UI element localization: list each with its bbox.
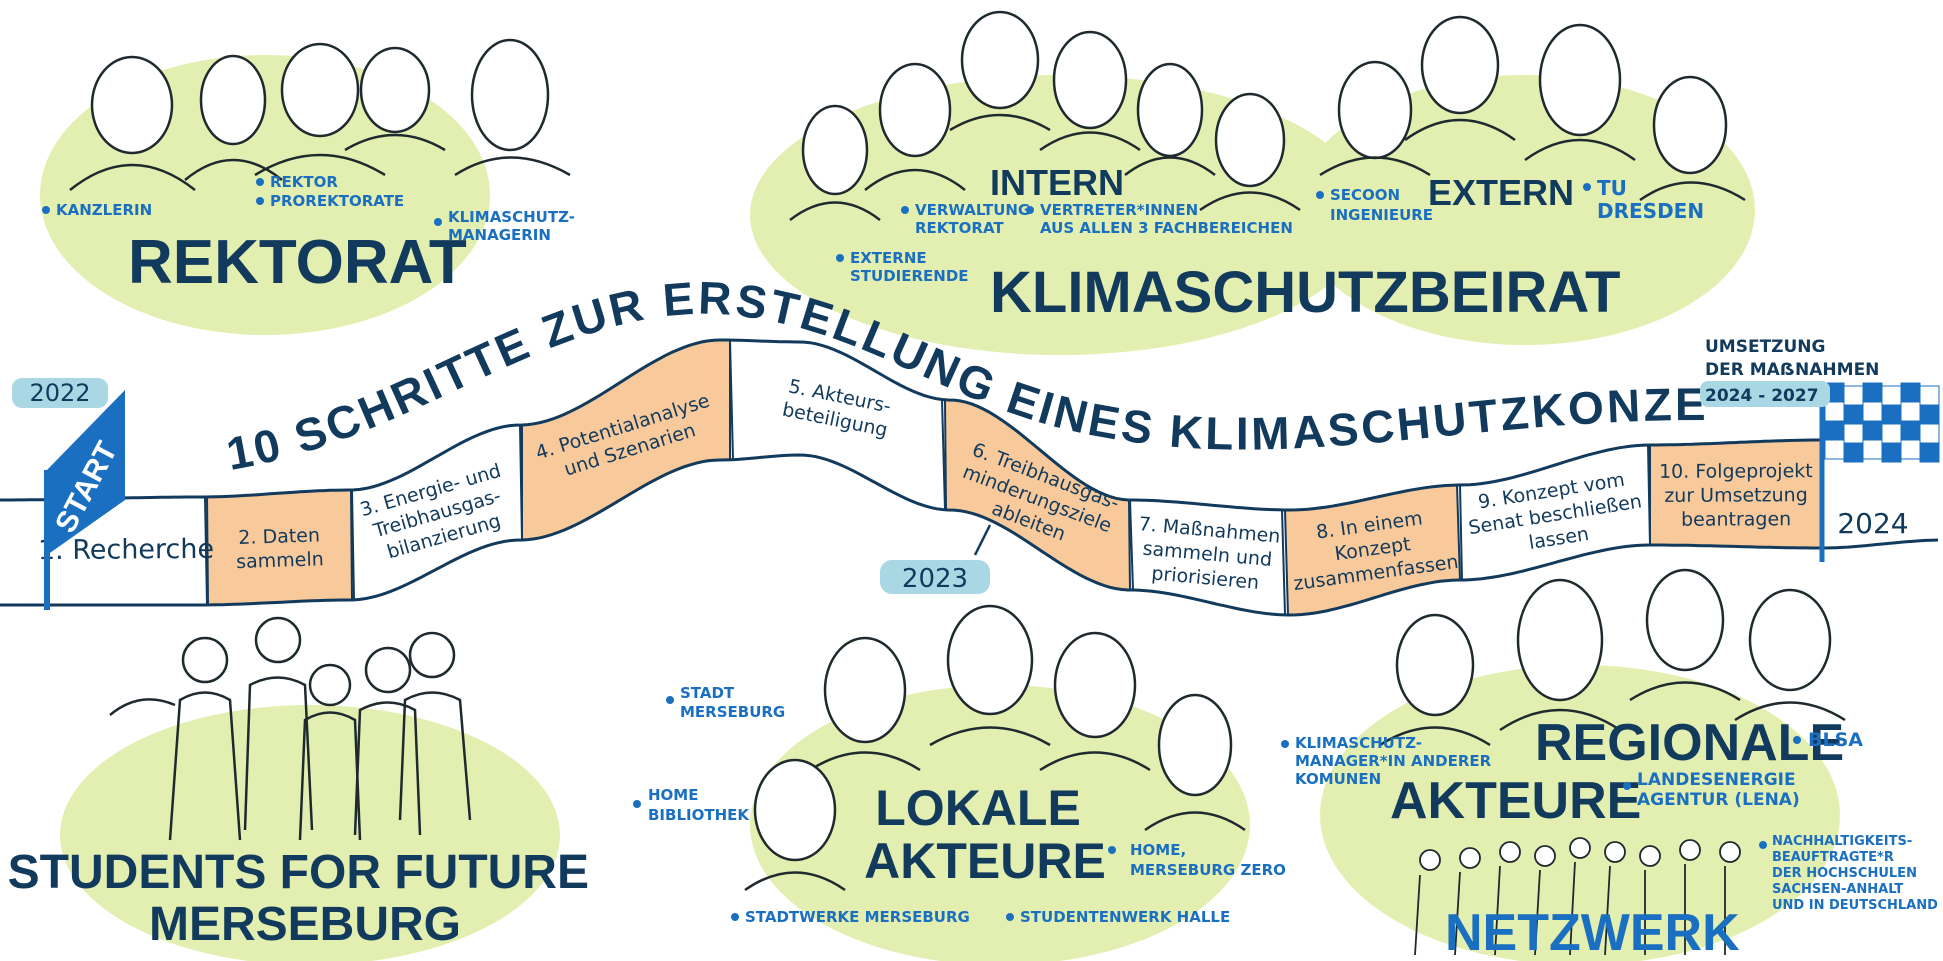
flag-square — [1881, 423, 1902, 444]
checkered-flag — [1824, 382, 1940, 463]
member-verwaltung: VERWALTUNG REKTORAT — [901, 201, 1035, 237]
svg-text:HOME, MERSEBURG ZERO: HOME, MERSEBURG ZERO — [1130, 841, 1286, 879]
year-2023-marker: 2023 — [880, 524, 992, 594]
rektorat-title: REKTORAT — [128, 228, 467, 297]
year-2024: 2024 — [1837, 507, 1908, 540]
member-stadt-merseburg: STADT MERSEBURG — [666, 684, 785, 721]
flag-square — [1843, 404, 1864, 425]
member-vertreterinnen: VERTRETER*INNEN AUS ALLEN 3 FACHBEREICHE… — [1026, 201, 1293, 237]
member-klimaschutzmanagerin: KLIMASCHUTZ- MANAGERIN — [434, 208, 580, 244]
flag-square — [1900, 420, 1921, 441]
flag-square — [1824, 439, 1845, 460]
road-bottom-edge — [0, 453, 1939, 617]
flag-square — [1900, 439, 1921, 460]
flag-square — [1824, 420, 1845, 441]
step-label-2: 2. Datensammeln — [235, 524, 324, 573]
svg-text:NACHHALTIGKEITS- BEAUF: NACHHALTIGKEITS- BEAUFTRAGTE*R DER HOCHS… — [1772, 834, 1938, 913]
beirat-blob-right — [1295, 75, 1755, 345]
flag-square — [1919, 404, 1940, 425]
flag-square — [1843, 385, 1864, 406]
regionale-people — [1379, 568, 1846, 747]
member-home-merseburg-zero: HOME, MERSEBURG ZERO — [1108, 841, 1286, 879]
rektorat-people — [69, 38, 571, 191]
regionale-blob — [1320, 665, 1840, 961]
svg-text:VERWALTUNG REKTORAT: VERWALTUNG REKTORAT — [915, 201, 1035, 237]
svg-text:KLIMASCHUTZ- MANAGER*I: KLIMASCHUTZ- MANAGER*IN ANDERER KOMUNEN — [1295, 734, 1496, 788]
flag-square — [1919, 423, 1940, 444]
flag-square — [1862, 401, 1883, 422]
students-blob — [60, 705, 560, 961]
beirat-title: KLIMASCHUTZBEIRAT — [990, 260, 1620, 325]
flag-square — [1862, 420, 1883, 441]
svg-text:TU DRESDEN: TU DRESDEN — [1597, 176, 1704, 223]
beirat-people — [789, 10, 1746, 221]
member-studentenwerk: STUDENTENWERK HALLE — [1006, 908, 1230, 926]
students-people — [109, 616, 472, 841]
svg-text:EXTERNE STUDIERENDE: EXTERNE STUDIERENDE — [850, 249, 969, 285]
netzwerk-label: NETZWERK — [1445, 904, 1740, 961]
flag-square — [1843, 423, 1864, 444]
member-secoon: SECOON INGENIEURE — [1316, 186, 1433, 224]
flag-square — [1919, 442, 1940, 463]
member-nachhaltigkeitsbeauftragte: NACHHALTIGKEITS- BEAUFTRAGTE*R DER HOCHS… — [1759, 834, 1938, 913]
member-externe-studierende: EXTERNE STUDIERENDE — [836, 249, 969, 285]
member-rektor: REKTOR PROREKTORATE — [256, 173, 404, 210]
member-blsa: BLSA — [1793, 729, 1863, 751]
implementation-years: 2024 - 2027 — [1705, 386, 1819, 406]
flag-square — [1900, 401, 1921, 422]
implementation-label: UMSETZUNG DER MAẞNAHMEN — [1705, 337, 1879, 380]
regionale-title: REGIONALE AKTEURE — [1390, 714, 1859, 830]
flag-square — [1919, 385, 1940, 406]
svg-text:KLIMASCHUTZ- MANAGERIN: KLIMASCHUTZ- MANAGERIN — [448, 208, 580, 244]
group-titles: REKTORAT KLIMASCHUTZBEIRAT INTERN EXTERN… — [8, 162, 1859, 961]
svg-text:LANDESENERGIE AGENTUR: LANDESENERGIE AGENTUR (LENA) — [1637, 770, 1802, 810]
flag-square — [1881, 404, 1902, 425]
flag-square — [1881, 385, 1902, 406]
member-tu-dresden: TU DRESDEN — [1583, 176, 1704, 223]
svg-text:BLSA: BLSA — [1808, 729, 1863, 751]
member-labels: KANZLERIN REKTOR PROREKTORATE KLIMASCHUT… — [42, 173, 1938, 926]
flag-square — [1824, 401, 1845, 422]
road-top-edge — [0, 338, 1938, 512]
member-stadtwerke: STADTWERKE MERSEBURG — [731, 908, 970, 926]
svg-text:STADTWERKE MERSEBURG: STADTWERKE MERSEBURG — [745, 908, 970, 926]
year-2022: 2022 — [29, 379, 90, 407]
intern-label: INTERN — [990, 162, 1124, 203]
svg-text:STUDENTENWERK HALLE: STUDENTENWERK HALLE — [1020, 908, 1230, 926]
students-title: STUDENTS FOR FUTURE MERSEBURG — [8, 846, 603, 951]
member-home-bibliothek: HOME BIBLIOTHEK — [633, 786, 750, 824]
year-2023: 2023 — [902, 564, 968, 594]
netzwerk-crowd — [1414, 837, 1741, 956]
svg-text:HOME BIBLIOTHEK: HOME BIBLIOTHEK — [648, 786, 750, 824]
svg-text:REKTOR PROREKTORATE: REKTOR PROREKTORATE — [270, 173, 404, 210]
svg-text:VERTRETER*INNEN AUS AL: VERTRETER*INNEN AUS ALLEN 3 FACHBEREICHE… — [1040, 201, 1293, 237]
people-illustrations — [69, 10, 1846, 956]
year-2022-tag — [12, 378, 108, 408]
member-klimaschutzmanager-kommunen: KLIMASCHUTZ- MANAGER*IN ANDERER KOMUNEN — [1281, 734, 1496, 788]
svg-text:SECOON INGENIEURE: SECOON INGENIEURE — [1330, 186, 1433, 224]
lokale-title: LOKALE AKTEURE — [864, 780, 1106, 889]
member-kanzlerin: KANZLERIN — [42, 201, 152, 219]
extern-label: EXTERN — [1428, 172, 1574, 213]
lokale-people — [744, 604, 1246, 892]
flag-square — [1862, 439, 1883, 460]
finish-flag: 2024 UMSETZUNG DER MAẞNAHMEN 2024 - 2027 — [1700, 337, 1940, 562]
flag-square — [1900, 382, 1921, 403]
member-lena: LANDESENERGIE AGENTUR (LENA) — [1623, 770, 1802, 810]
flag-square — [1862, 382, 1883, 403]
flag-square — [1843, 442, 1864, 463]
flag-square — [1881, 442, 1902, 463]
road — [0, 338, 1939, 617]
svg-text:STADT MERSEBURG: STADT MERSEBURG — [680, 684, 785, 721]
svg-text:KANZLERIN: KANZLERIN — [56, 201, 152, 219]
